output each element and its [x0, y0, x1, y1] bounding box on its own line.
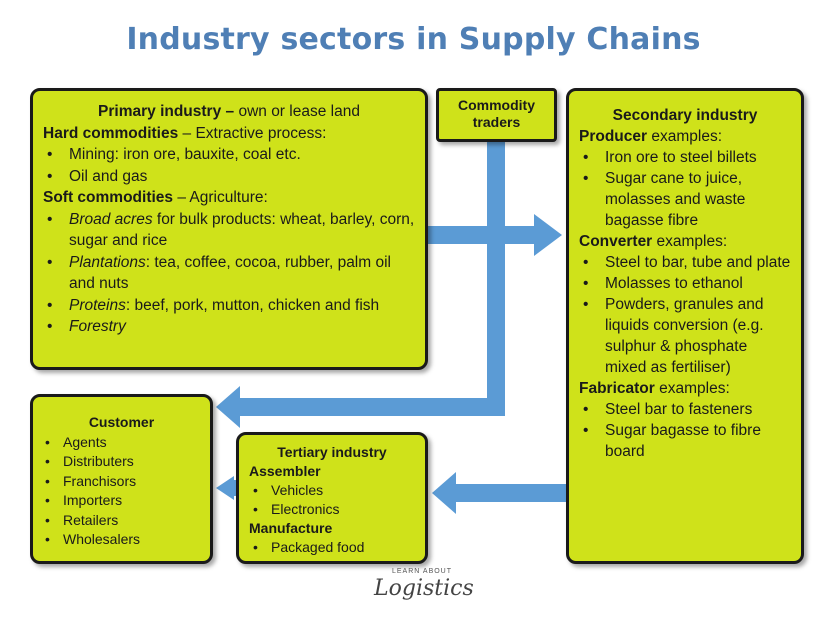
list-item: Importers: [41, 491, 202, 511]
trader-trunk-arrow: [487, 142, 505, 416]
fabricator-label: Fabricator: [579, 380, 655, 397]
list-item: Electronics: [249, 500, 415, 519]
customer-list: Agents Distributers Franchisors Importer…: [41, 433, 202, 550]
list-item: Franchisors: [41, 472, 202, 492]
trunk-to-customer-shaft: [238, 398, 505, 416]
tertiary-heading: Tertiary industry: [277, 444, 387, 460]
list-item: Proteins: beef, pork, mutton, chicken an…: [43, 295, 415, 317]
secondary-heading: Secondary industry: [612, 107, 758, 124]
hard-commodities-rest: – Extractive process:: [178, 124, 327, 142]
trunk-to-customer-head: [216, 386, 240, 428]
list-item: Powders, granules and liquids conversion…: [579, 294, 791, 378]
primary-to-secondary-shaft: [428, 226, 536, 244]
logo-main-text: Logistics: [374, 576, 474, 601]
soft-commodities-rest: – Agriculture:: [173, 189, 268, 206]
soft-commodities-heading: Soft commodities – Agriculture:: [43, 187, 415, 209]
tertiary-to-customer-shaft: [232, 480, 238, 496]
page-title: Industry sectors in Supply Chains: [126, 22, 701, 57]
manufacture-heading: Manufacture: [249, 520, 333, 536]
secondary-to-tertiary-head: [432, 472, 456, 514]
commodity-traders-label: Commodity traders: [458, 97, 535, 130]
producer-heading: Producer examples:: [579, 126, 791, 147]
fabricator-rest: examples:: [654, 380, 730, 397]
soft-commodities-list: Broad acres for bulk products: wheat, ba…: [43, 209, 415, 338]
primary-to-secondary-head: [534, 214, 562, 256]
item-rest: : beef, pork, mutton, chicken and fish: [125, 296, 380, 314]
list-item: Iron ore to steel billets: [579, 147, 791, 168]
converter-rest: examples:: [652, 233, 728, 250]
primary-heading-rest: own or lease land: [234, 103, 360, 120]
item-rest: : tea, coffee, cocoa, rubber, palm oil a…: [69, 253, 391, 293]
list-item: Broad acres for bulk products: wheat, ba…: [43, 209, 415, 252]
list-item: Plantations: tea, coffee, cocoa, rubber,…: [43, 252, 415, 295]
converter-list: Steel to bar, tube and plate Molasses to…: [579, 252, 791, 378]
list-item: Molasses to ethanol: [579, 273, 791, 294]
list-item: Steel to bar, tube and plate: [579, 252, 791, 273]
list-item: Mining: iron ore, bauxite, coal etc.: [43, 144, 415, 166]
manufacture-list: Packaged food: [249, 538, 415, 557]
list-item: Vehicles: [249, 481, 415, 500]
list-item: Forestry: [43, 316, 415, 338]
hard-commodities-heading: Hard commodities – Extractive process:: [43, 123, 415, 145]
primary-heading-bold: Primary industry –: [98, 103, 235, 120]
tertiary-to-customer-head: [216, 476, 234, 500]
commodity-traders-box: Commodity traders: [436, 88, 557, 142]
learn-about-logistics-logo: LEARN ABOUT Logistics: [360, 568, 474, 614]
item-rest: for bulk products: wheat, barley, corn, …: [69, 210, 415, 250]
customer-box: Customer Agents Distributers Franchisors…: [30, 394, 213, 564]
list-item: Sugar cane to juice, molasses and waste …: [579, 168, 791, 231]
list-item: Wholesalers: [41, 530, 202, 550]
list-item: Steel bar to fasteners: [579, 399, 791, 420]
logo-small-text: LEARN ABOUT: [392, 568, 453, 575]
primary-industry-box: Primary industry – own or lease land Har…: [30, 88, 428, 370]
list-item: Distributers: [41, 452, 202, 472]
list-item: Packaged food: [249, 538, 415, 557]
fabricator-list: Steel bar to fasteners Sugar bagasse to …: [579, 399, 791, 462]
hard-commodities-list: Mining: iron ore, bauxite, coal etc. Oil…: [43, 144, 415, 187]
item-lead: Proteins: [69, 296, 126, 314]
primary-heading: Primary industry – own or lease land: [43, 101, 415, 123]
producer-list: Iron ore to steel billets Sugar cane to …: [579, 147, 791, 231]
item-lead: Forestry: [69, 318, 126, 335]
converter-heading: Converter examples:: [579, 231, 791, 252]
item-lead: Plantations: [69, 253, 146, 271]
converter-label: Converter: [579, 233, 653, 250]
list-item: Retailers: [41, 511, 202, 531]
list-item: Agents: [41, 433, 202, 453]
producer-rest: examples:: [647, 128, 723, 145]
assembler-heading: Assembler: [249, 463, 321, 479]
fabricator-heading: Fabricator examples:: [579, 378, 791, 399]
item-lead: Broad acres: [69, 210, 153, 228]
soft-commodities-label: Soft commodities: [43, 189, 174, 206]
hard-commodities-label: Hard commodities: [43, 124, 179, 142]
list-item: Oil and gas: [43, 166, 415, 188]
tertiary-industry-box: Tertiary industry Assembler Vehicles Ele…: [236, 432, 428, 564]
secondary-industry-box: Secondary industry Producer examples: Ir…: [566, 88, 804, 564]
list-item: Sugar bagasse to fibre board: [579, 420, 791, 462]
secondary-to-tertiary-shaft: [454, 484, 566, 502]
producer-label: Producer: [579, 128, 648, 145]
assembler-list: Vehicles Electronics: [249, 481, 415, 519]
customer-heading: Customer: [88, 414, 155, 430]
